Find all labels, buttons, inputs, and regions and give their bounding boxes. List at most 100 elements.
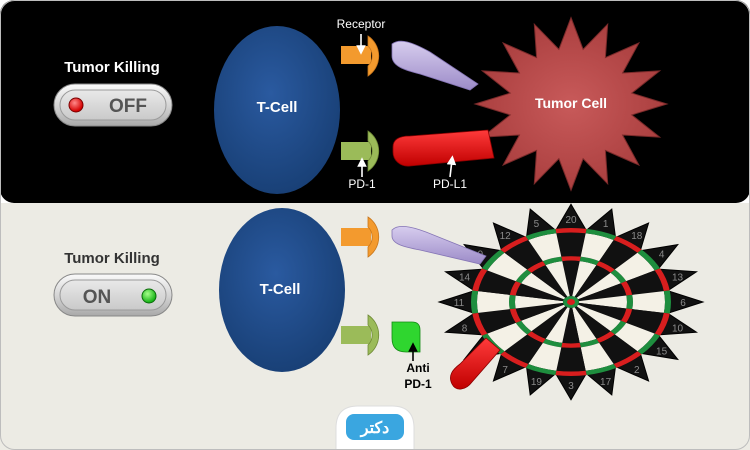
ligand-top xyxy=(391,40,479,91)
anti-pd1-antibody xyxy=(391,321,421,353)
tumor-cell-label: Tumor Cell xyxy=(535,95,607,111)
dartboard-number: 18 xyxy=(631,231,643,242)
dart-outer-segment xyxy=(632,291,665,313)
dart-inner-segment xyxy=(515,295,564,309)
t-cell-bottom xyxy=(219,208,345,372)
switch-title-off: Tumor Killing xyxy=(64,59,160,76)
t-cell-top xyxy=(214,26,340,194)
dart-double-segment xyxy=(654,268,670,292)
pd1-receptor-bottom xyxy=(341,314,380,356)
dart-treble-segment xyxy=(561,342,581,348)
switch-state-off: OFF xyxy=(109,96,147,117)
dartboard-number: 19 xyxy=(531,377,543,388)
dartboard-number: 3 xyxy=(568,381,574,392)
dart-treble-segment xyxy=(620,308,633,323)
led-indicator-on xyxy=(141,288,157,304)
dart-double-segment xyxy=(555,227,587,234)
dartboard-number: 12 xyxy=(500,231,512,242)
dart-double-segment xyxy=(525,363,557,376)
toggle-switch-on[interactable]: ON xyxy=(53,273,173,317)
dart-double-segment xyxy=(585,363,617,376)
dart-outer-segment xyxy=(599,334,638,364)
brand-logo-text: دکتر xyxy=(360,420,389,438)
dart-inner-segment xyxy=(531,265,568,298)
dart-outer-segment xyxy=(477,291,510,313)
dart-inner-segment xyxy=(562,260,580,297)
dart-inner-segment xyxy=(572,261,597,297)
dartboard-number: 20 xyxy=(565,215,577,226)
dart-treble-segment xyxy=(610,320,627,335)
dart-outer-segment xyxy=(580,342,614,371)
dart-double-segment xyxy=(472,268,488,292)
dart-inner-segment xyxy=(574,306,611,339)
receptor-bottom xyxy=(341,216,380,258)
t-cell-label-bottom: T-Cell xyxy=(260,281,301,298)
dart-outer-segment xyxy=(487,322,528,352)
dart-double-segment xyxy=(663,290,672,314)
dart-outer-segment xyxy=(478,270,516,295)
dart-outer-segment xyxy=(504,240,543,270)
dart-outer-segment xyxy=(528,342,562,371)
dart-treble-segment xyxy=(542,256,563,266)
pdl1-ligand-bottom xyxy=(450,337,501,390)
pd1-label-top: PD-1 xyxy=(348,177,376,191)
dart-double-segment xyxy=(481,249,505,271)
dart-double-segment xyxy=(585,228,617,241)
dart-treble-segment xyxy=(579,256,600,266)
pdl1-label: PD-L1 xyxy=(433,177,467,191)
dartboard-number: 11 xyxy=(454,298,465,309)
dartboard-number: 1 xyxy=(603,219,609,230)
pdl1-arrow xyxy=(446,155,457,178)
dart-treble-segment xyxy=(515,320,532,335)
dart-inner-segment xyxy=(531,306,568,339)
dart-treble-segment xyxy=(596,261,615,273)
dart-double-segment xyxy=(613,236,642,253)
ligand-bottom xyxy=(391,226,487,265)
dart-outer-segment xyxy=(614,252,655,282)
dartboard-tumor: 2011841361015217319716811149125 xyxy=(437,203,705,401)
tumor-cell xyxy=(473,16,669,192)
dartboard-number: 14 xyxy=(459,272,471,283)
dart-inner-segment xyxy=(521,304,566,332)
dart-inner-segment xyxy=(576,272,621,300)
dartboard-number: 17 xyxy=(600,377,612,388)
dart-inner-segment xyxy=(578,295,627,309)
dart-outer-segment xyxy=(487,252,528,282)
toggle-switch-off[interactable]: OFF xyxy=(53,83,173,127)
anti-label-line2: PD-1 xyxy=(404,377,432,391)
dart-treble-segment xyxy=(620,281,633,296)
dart-treble-segment xyxy=(508,294,516,310)
dart-outer-segment xyxy=(504,334,543,364)
dartboard-number: 8 xyxy=(462,324,468,335)
dart-treble-segment xyxy=(596,331,615,343)
dart-treble-segment xyxy=(527,331,546,343)
dart-double-segment xyxy=(472,312,488,336)
dart-outer-segment xyxy=(626,309,664,334)
dartboard-number: 5 xyxy=(534,219,540,230)
pd1-receptor-top xyxy=(341,130,380,172)
dart-double-segment xyxy=(637,249,661,271)
dart-outer-segment xyxy=(599,240,638,270)
dart-treble-segment xyxy=(626,294,634,310)
dart-inner-segment xyxy=(572,307,597,343)
dart-inner-segment xyxy=(515,302,564,321)
brand-logo: دکتر xyxy=(335,405,415,450)
dart-outer-segment xyxy=(556,232,586,257)
dart-double-segment xyxy=(470,290,479,314)
dart-double-segment xyxy=(500,236,529,253)
dart-inner-segment xyxy=(545,307,570,343)
dartboard-number: 10 xyxy=(672,324,684,335)
dart-double-segment xyxy=(525,228,557,241)
switch-title-on: Tumor Killing xyxy=(64,250,160,267)
dart-treble-segment xyxy=(509,281,522,296)
pdl1-ligand-top xyxy=(392,129,495,167)
dart-inner-segment xyxy=(576,304,621,332)
dart-treble-segment xyxy=(527,261,546,273)
dart-outer-segment xyxy=(556,347,586,372)
dart-double-segment xyxy=(637,333,661,355)
dart-outer-segment xyxy=(626,270,664,295)
dart-outer-segment xyxy=(478,309,516,334)
dart-inner-segment xyxy=(562,307,580,344)
